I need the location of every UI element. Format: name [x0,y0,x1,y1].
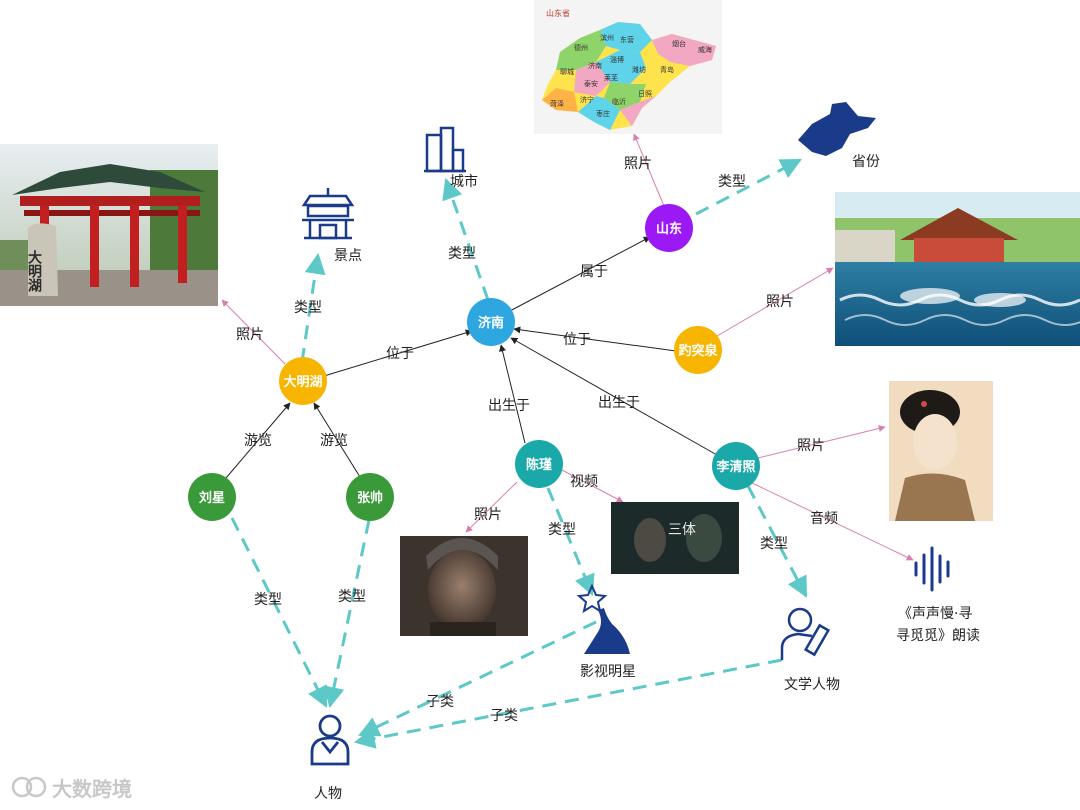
edge-label: 视频 [570,474,598,490]
liqingzhao-painting-photo [889,381,993,521]
edge-label: 出生于 [598,395,640,411]
chenjin-portrait-photo [400,536,528,636]
map-city: 临沂 [612,97,626,106]
term-scenic: 景点 [334,248,362,264]
node-shandong-label: 山东 [656,221,682,237]
daminghu-gate-photo: 大明湖 [0,144,218,306]
term-person: 人物 [314,786,342,802]
node-chenjin-label: 陈瑾 [526,457,552,473]
node-zhangshuai[interactable]: 张帅 [346,473,394,521]
edge-label: 类型 [548,522,576,538]
audio-wave-icon [916,548,948,590]
node-zhangshuai-label: 张帅 [357,490,383,506]
node-jinan-label: 济南 [478,315,504,331]
edge-label: 类型 [294,300,322,316]
edge-chenjin-type [548,488,592,594]
node-daminghu[interactable]: 大明湖 [279,357,327,405]
edge-label: 照片 [797,438,825,454]
edge-label: 照片 [624,156,652,172]
node-chenjin[interactable]: 陈瑾 [515,440,563,488]
map-city: 济宁 [580,95,594,104]
watermark: 大数跨境 [13,777,132,801]
edge-shandong-type [696,160,800,214]
node-liqingzhao-label: 李清照 [715,459,755,475]
edge-baotuquan-jinan [514,329,676,351]
edge-label: 出生于 [488,398,530,414]
person-icon [312,716,348,764]
map-city: 枣庄 [596,109,610,118]
node-daminghu-label: 大明湖 [283,374,322,390]
province-map-icon [798,102,876,156]
map-city: 聊城 [560,67,574,76]
watermark-text: 大数跨境 [52,777,132,801]
edge-jinan-type [446,180,488,300]
edge-label: 照片 [474,507,502,523]
map-city: 德州 [574,43,588,52]
term-city: 城市 [450,173,478,190]
audio-title-line1: 《声声慢·寻 [898,605,972,622]
edge-label: 类型 [448,246,476,262]
edge-label: 音频 [810,510,838,527]
map-city: 东营 [620,35,634,44]
edge-label: 子类 [426,694,454,710]
map-city: 泰安 [584,79,598,88]
video-caption: 三体 [668,522,696,538]
edge-zhangshuai-type [330,520,369,706]
writer-icon [782,609,828,660]
map-city: 菏泽 [550,99,564,108]
node-liuxing[interactable]: 刘星 [188,473,236,521]
three-body-video-still: 三体 [611,502,739,574]
edge-literary-subclass [356,660,782,742]
edge-label: 位于 [563,332,591,348]
map-city: 济南 [588,61,602,70]
edge-label: 类型 [760,536,788,552]
edge-chenjin-jinan [501,345,525,443]
node-baotuquan[interactable]: 趵突泉 [674,326,722,374]
node-liuxing-label: 刘星 [199,490,225,506]
baotuquan-photo [835,192,1080,346]
map-title: 山东省 [546,8,570,18]
edge-label: 类型 [338,589,366,605]
edge-liuxing-type [232,518,326,706]
term-star: 影视明星 [580,664,636,680]
map-city: 莱芜 [604,73,618,82]
node-liqingzhao[interactable]: 李清照 [712,442,760,490]
pavilion-icon [302,188,354,238]
shandong-map-image: 山东省 德州 滨州 东营 烟台 威海 聊城 济南 淄博 潍坊 青岛 泰安 莱芜 … [534,0,722,134]
edge-label: 位于 [386,346,414,362]
term-literary: 文学人物 [784,677,840,693]
edge-label: 照片 [236,327,264,343]
map-city: 威海 [698,45,712,54]
edge-label: 照片 [766,294,794,310]
edge-label: 属于 [580,264,608,280]
edge-label: 游览 [320,433,348,449]
edge-jinan-shandong [508,237,650,312]
edge-label: 类型 [254,592,282,608]
edge-label: 游览 [244,433,272,449]
node-shandong[interactable]: 山东 [645,204,693,252]
audio-title-line2: 寻觅觅》朗读 [896,627,980,644]
edge-labels: 照片 类型 类型 属于 照片 位于 位于 照片 类型 游览 游览 类型 类型 出… [236,156,838,724]
map-city: 青岛 [660,65,674,74]
map-city: 滨州 [600,33,614,42]
gate-stone-text: 大明湖 [26,249,42,293]
map-city: 日照 [638,90,652,98]
map-city: 淄博 [610,55,624,64]
term-province: 省份 [852,154,880,170]
node-jinan[interactable]: 济南 [467,298,515,346]
edge-label: 类型 [718,174,746,190]
star-person-icon [579,586,630,654]
edge-label: 子类 [490,708,518,724]
city-building-icon [424,128,466,171]
map-city: 潍坊 [632,65,646,74]
map-city: 烟台 [672,39,686,48]
node-baotuquan-label: 趵突泉 [678,343,718,359]
